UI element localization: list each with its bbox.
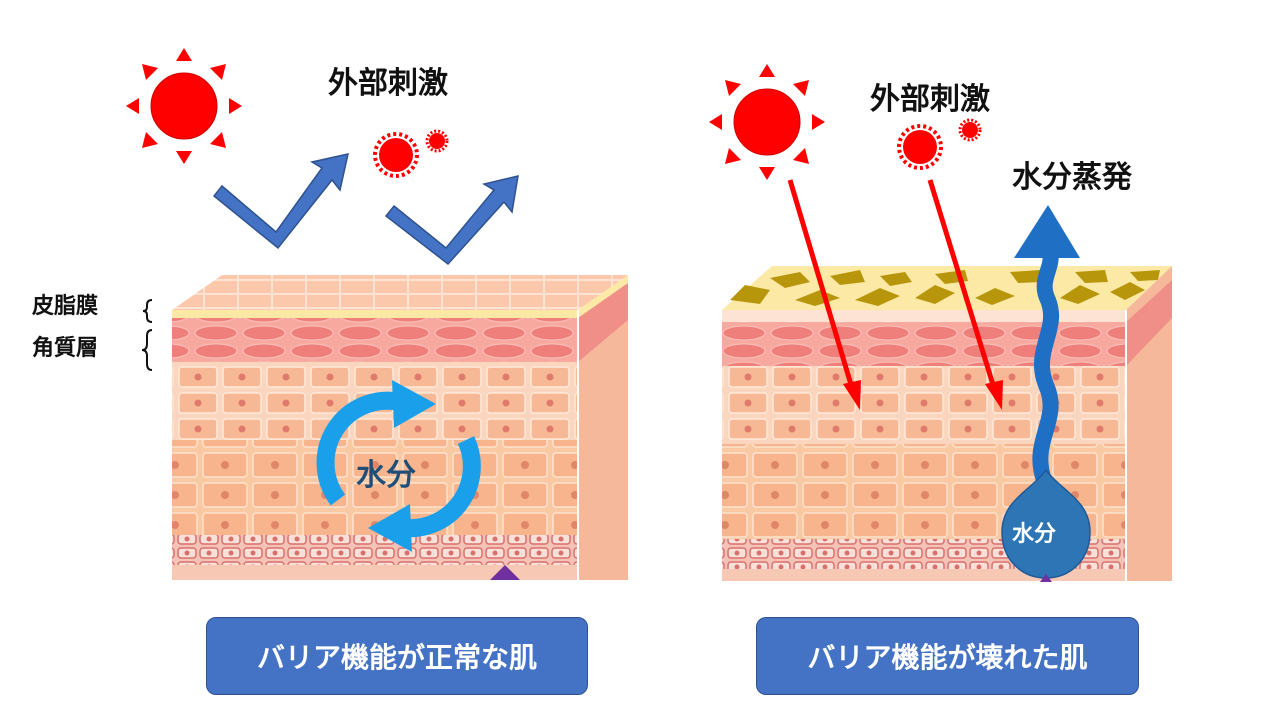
corneum-layer-label: 角質層 xyxy=(32,336,99,361)
right-corneum-layer xyxy=(722,322,1126,366)
right-penetrate-arrow-1 xyxy=(787,179,861,410)
right-spinous-layer xyxy=(722,366,1126,444)
left-skin-top-surface xyxy=(172,275,628,310)
right-water-label: 水分 xyxy=(1012,522,1057,547)
left-basal-layer xyxy=(172,535,578,565)
left-water-cycle-icon xyxy=(316,380,481,552)
right-sebum-flakes xyxy=(730,270,1160,306)
layer-brackets xyxy=(141,299,153,371)
left-particle-large-icon xyxy=(373,132,419,178)
left-sebum-layer xyxy=(172,275,628,318)
right-external-stimulus-label: 外部刺激 xyxy=(870,82,990,117)
right-penetrate-arrow-2 xyxy=(927,179,1003,410)
right-sun-icon xyxy=(709,64,825,180)
left-deflect-arrow-2 xyxy=(384,175,519,266)
left-skin-side xyxy=(578,283,628,580)
right-skin-block xyxy=(722,266,1172,581)
damaged-skin-caption: バリア機能が壊れた肌 xyxy=(756,617,1139,695)
healthy-skin-caption: バリア機能が正常な肌 xyxy=(206,617,588,695)
right-particle-small-icon xyxy=(958,118,982,142)
left-external-stimulus-label: 外部刺激 xyxy=(328,66,448,101)
right-water-drop-icon xyxy=(1001,468,1091,582)
left-water-label: 水分 xyxy=(356,458,416,493)
water-evaporation-label: 水分蒸発 xyxy=(1012,160,1132,195)
left-deflect-arrow-1 xyxy=(212,153,349,250)
sebum-layer-label: 皮脂膜 xyxy=(32,294,99,319)
left-corneum-layer xyxy=(172,318,578,362)
left-sun-icon xyxy=(126,48,242,164)
left-particle-small-icon xyxy=(425,129,449,153)
left-skin-block xyxy=(172,275,628,580)
left-dermis-layer xyxy=(172,565,578,580)
left-epidermis-layer xyxy=(172,440,578,535)
right-evaporation-arrow xyxy=(1014,205,1080,488)
right-particle-large-icon xyxy=(897,124,943,170)
